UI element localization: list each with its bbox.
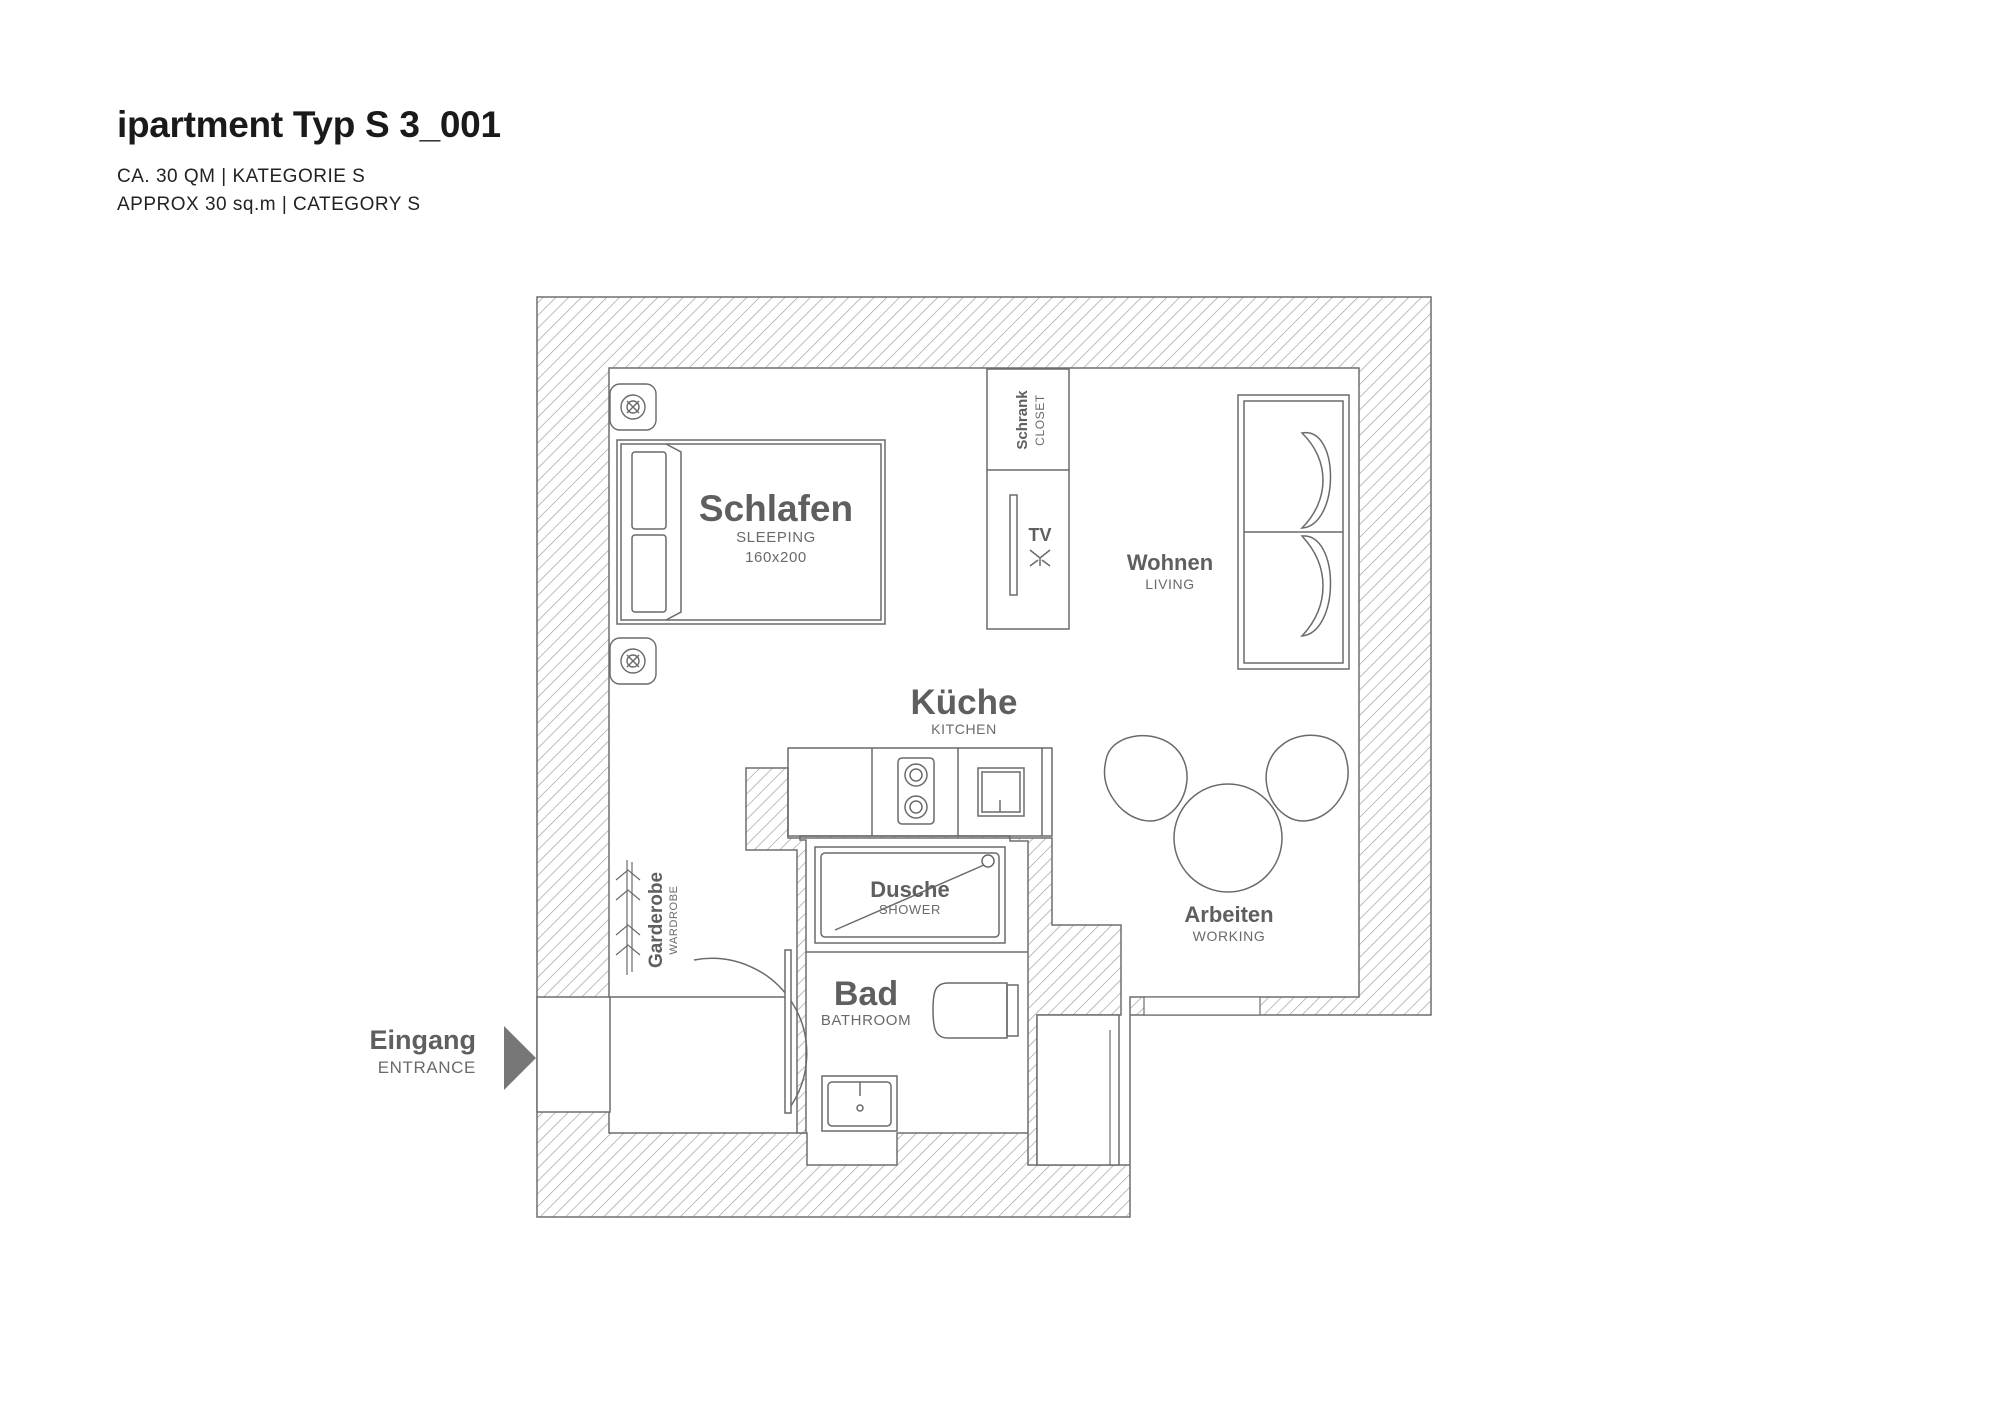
wardrobe-rail <box>615 860 641 975</box>
label-living-en: LIVING <box>1145 576 1195 592</box>
label-entrance: Eingang <box>370 1025 477 1055</box>
label-bathroom-en: BATHROOM <box>821 1012 911 1029</box>
label-wardrobe: Garderobe <box>646 872 667 968</box>
label-entrance-en: ENTRANCE <box>378 1058 476 1077</box>
nightstand-lamp-bottom <box>609 637 657 685</box>
closet-tv-unit <box>986 368 1070 630</box>
label-bathroom: Bad <box>834 975 898 1013</box>
exterior-walls <box>536 296 1432 1218</box>
label-shower: Dusche <box>870 877 949 902</box>
label-kitchen-en: KITCHEN <box>931 721 997 737</box>
label-kitchen: Küche <box>911 683 1018 722</box>
entrance-arrow-icon <box>504 1026 536 1090</box>
label-bed-size: 160x200 <box>745 549 807 566</box>
washbasin <box>821 1075 898 1132</box>
interior-walls <box>745 767 1122 1166</box>
label-shower-en: SHOWER <box>879 902 941 917</box>
area-category-de: CA. 30 QM | KATEGORIE S <box>117 166 366 187</box>
double-bed <box>616 439 886 625</box>
label-closet-en: CLOSET <box>1033 394 1047 446</box>
label-working: Arbeiten <box>1184 902 1273 927</box>
label-sleeping: Schlafen <box>699 488 853 529</box>
area-category-en: APPROX 30 sq.m | CATEGORY S <box>117 194 421 215</box>
toilet <box>932 982 1019 1039</box>
shower <box>814 846 1006 944</box>
table-chairs <box>1103 734 1349 893</box>
label-living: Wohnen <box>1127 550 1213 575</box>
page-title: ipartment Typ S 3_001 <box>117 104 501 145</box>
sofa <box>1237 394 1350 670</box>
label-wardrobe-en: WARDROBE <box>668 885 680 954</box>
label-closet: Schrank <box>1014 390 1031 450</box>
label-working-en: WORKING <box>1193 928 1266 944</box>
entrance-door <box>609 949 808 1114</box>
kitchen-counter <box>787 747 1053 837</box>
label-sleeping-en: SLEEPING <box>736 529 816 546</box>
label-tv: TV <box>1028 525 1051 545</box>
nightstand-lamp-top <box>609 383 657 431</box>
